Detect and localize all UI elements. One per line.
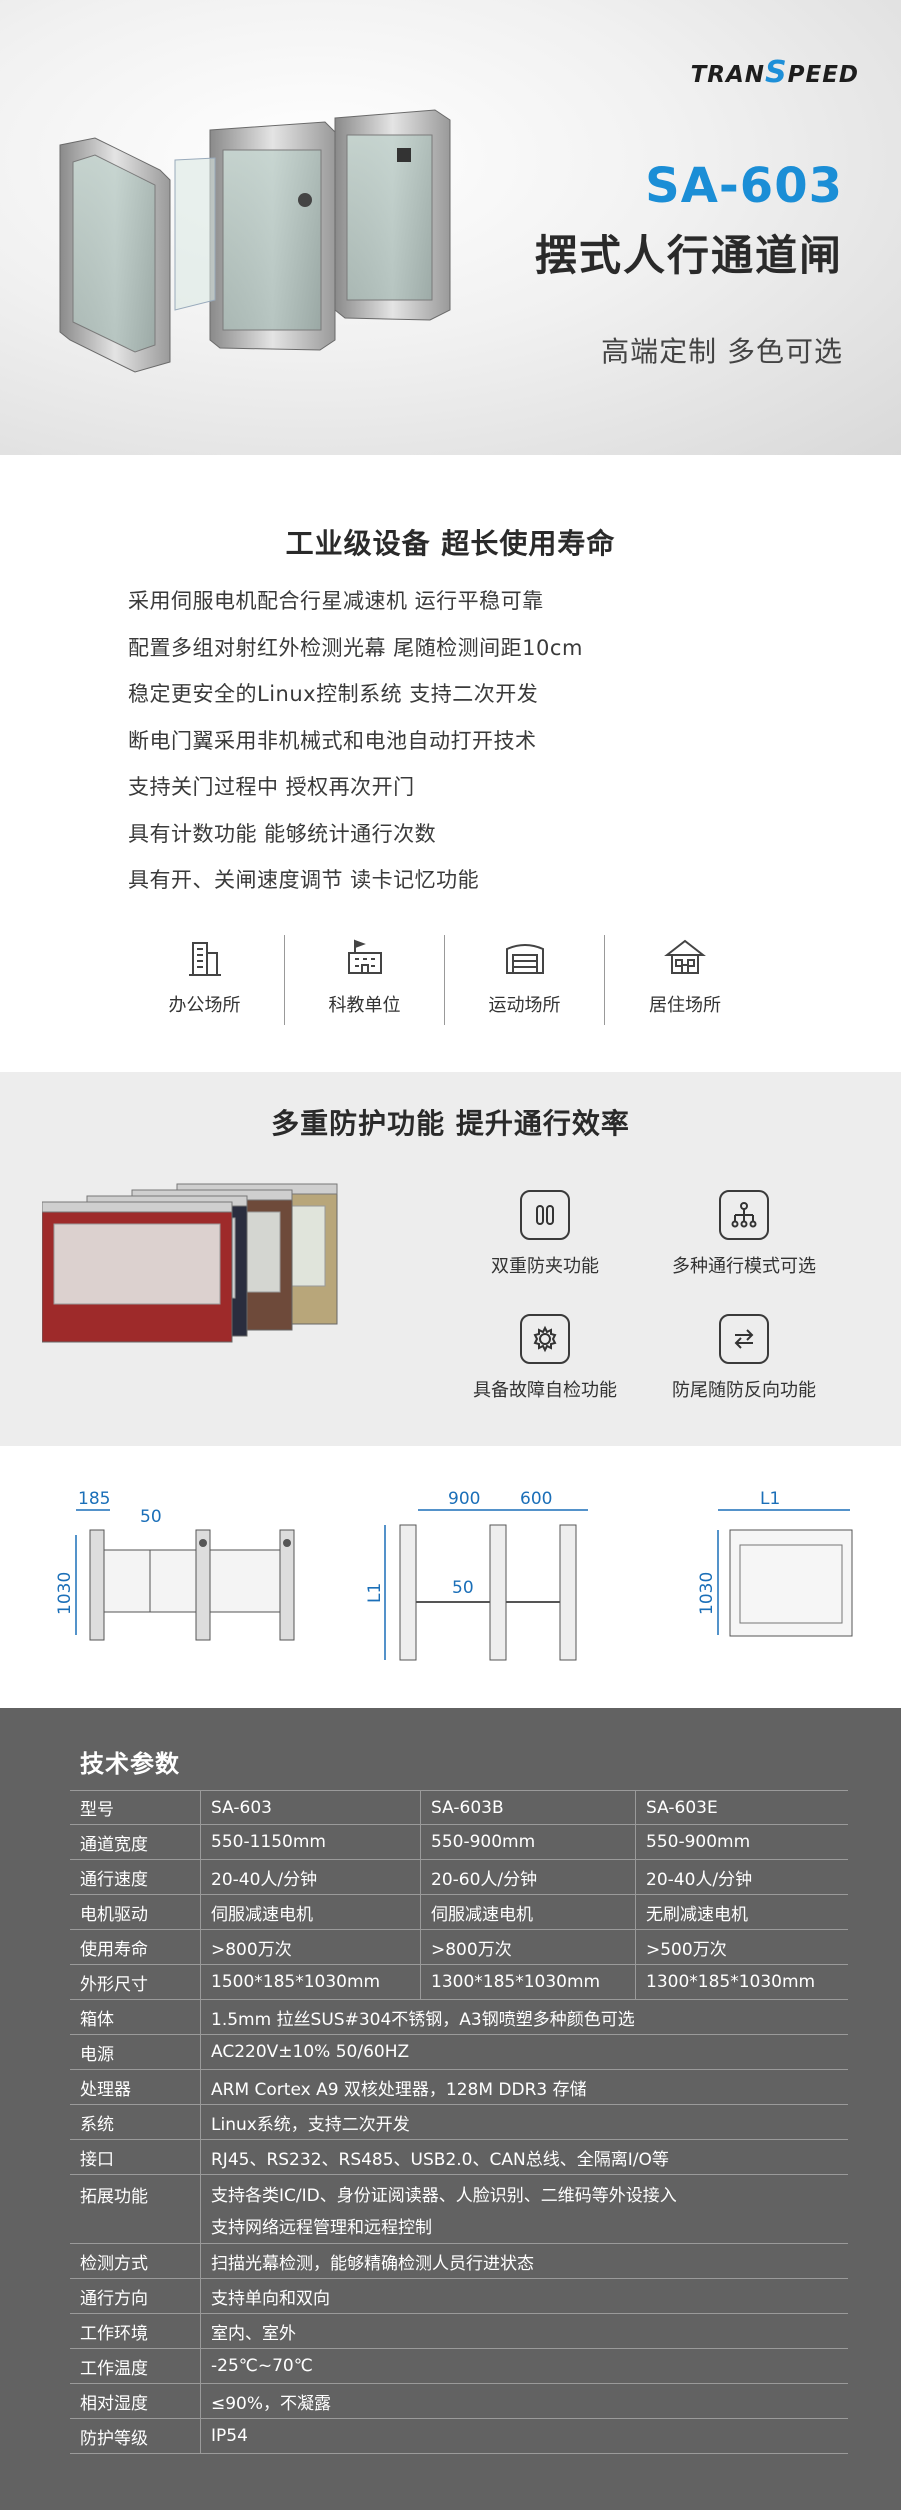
- table-row: 工作环境 室内、室外: [70, 2314, 848, 2349]
- side-view-drawing: L1 1030: [697, 1489, 853, 1637]
- dimension-drawings: 185 50 1030 900 600 L1 50: [55, 1489, 853, 1661]
- application-venues: 办公场所 科教单位 运动场所: [125, 935, 765, 1025]
- spec-table: 型号 SA-603 SA-603B SA-603E 通道宽度 550-1150m…: [70, 1790, 848, 2454]
- table-row: 防护等级 IP54: [70, 2419, 848, 2454]
- school-building-icon: [347, 939, 382, 974]
- top-a-label: 900: [448, 1489, 480, 1509]
- table-row: 系统 Linux系统，支持二次开发: [70, 2105, 848, 2140]
- brand-logo: TRANSPEED: [690, 55, 859, 90]
- reverse-arrows-icon: [734, 1329, 754, 1349]
- table-row: 接口 RJ45、RS232、RS485、USB2.0、CAN总线、全隔离I/O等: [70, 2140, 848, 2175]
- product-title: 摆式人行通道闸: [534, 231, 843, 280]
- table-row: 通行方向 支持单向和双向: [70, 2279, 848, 2314]
- feature-item: 具有计数功能 能够统计通行次数: [128, 821, 437, 846]
- function-self-check: 具备故障自检功能: [445, 1314, 645, 1402]
- top-length-label: L1: [365, 1583, 385, 1603]
- venue-office: 办公场所: [125, 935, 285, 1025]
- color-variants-product-image: [42, 1183, 338, 1343]
- stadium-icon: [505, 944, 544, 974]
- table-row: 电机驱动 伺服减速电机 伺服减速电机 无刷减速电机: [70, 1895, 848, 1930]
- front-height-label: 1030: [55, 1572, 75, 1615]
- feature-item: 具有开、关闸速度调节 读卡记忆功能: [128, 868, 480, 892]
- front-width-label: 185: [78, 1489, 110, 1509]
- feature-item: 断电门翼采用非机械式和电池自动打开技术: [128, 728, 537, 753]
- top-gap-label: 50: [452, 1578, 474, 1598]
- table-row: 通道宽度 550-1150mm 550-900mm 550-900mm: [70, 1825, 848, 1860]
- front-gap-label: 50: [140, 1507, 162, 1527]
- table-row: 通行速度 20-40人/分钟 20-60人/分钟 20-40人/分钟: [70, 1860, 848, 1895]
- table-row: 相对湿度 ≤90%，不凝露: [70, 2384, 848, 2419]
- feature-item: 稳定更安全的Linux控制系统 支持二次开发: [128, 682, 539, 706]
- front-view-drawing: 185 50 1030: [55, 1489, 295, 1641]
- function-anti-pinch: 双重防夹功能: [445, 1190, 645, 1278]
- function-flow-modes: 多种通行模式可选: [644, 1190, 844, 1278]
- feature-item: 配置多组对射红外检测光幕 尾随检测间距10cm: [128, 635, 583, 660]
- durability-section-title: 工业级设备 超长使用寿命: [285, 527, 616, 560]
- flow-modes-icon: [731, 1202, 757, 1228]
- self-check-gear-icon: [533, 1325, 557, 1353]
- table-row: 检测方式 扫描光幕检测，能够精确检测人员行进状态: [70, 2244, 848, 2279]
- feature-item: 支持关门过程中 授权再次开门: [128, 775, 415, 799]
- table-row: 箱体 1.5mm 拉丝SUS#304不锈钢，A3钢喷塑多种颜色可选: [70, 2000, 848, 2035]
- office-building-icon: [188, 942, 221, 976]
- swing-gate-product-image: [59, 109, 451, 373]
- side-length-label: L1: [760, 1489, 780, 1509]
- table-row: 型号 SA-603 SA-603B SA-603E: [70, 1790, 848, 1825]
- table-row: 拓展功能 支持各类IC/ID、身份证阅读器、人脸识别、二维码等外设接入 支持网络…: [70, 2175, 848, 2244]
- product-subtitle: 高端定制 多色可选: [601, 335, 843, 368]
- protection-section: 多重防护功能 提升通行效率 双重防夹功能 多种通行模式可选: [0, 1072, 901, 1446]
- hero-banner: TRANSPEED SA-603 摆式人行通道闸 高端定制 多色可选: [0, 0, 901, 455]
- top-view-drawing: 900 600 L1 50: [365, 1489, 588, 1661]
- spec-title: 技术参数: [80, 1750, 180, 1778]
- table-row: 外形尺寸 1500*185*1030mm 1300*185*1030mm 130…: [70, 1965, 848, 2000]
- venue-school: 科教单位: [285, 935, 445, 1025]
- venue-residential: 居住场所: [605, 935, 765, 1025]
- feature-item: 采用伺服电机配合行星减速机 运行平稳可靠: [128, 589, 544, 613]
- side-height-label: 1030: [697, 1572, 717, 1615]
- protection-section-title: 多重防护功能 提升通行效率: [271, 1107, 630, 1140]
- gate-variant: [42, 1201, 233, 1343]
- table-row: 工作温度 -25℃~70℃: [70, 2349, 848, 2384]
- function-anti-tailgating: 防尾随防反向功能: [644, 1314, 844, 1402]
- spec-section: 技术参数 型号 SA-603 SA-603B SA-603E 通道宽度 550-…: [0, 1708, 901, 2510]
- anti-pinch-icon: [536, 1205, 554, 1225]
- house-icon: [664, 939, 706, 974]
- table-row: 使用寿命 >800万次 >800万次 >500万次: [70, 1930, 848, 1965]
- model-number: SA-603: [645, 158, 843, 214]
- venue-sports: 运动场所: [445, 935, 605, 1025]
- feature-list: 采用伺服电机配合行星减速机 运行平稳可靠 配置多组对射红外检测光幕 尾随检测间距…: [128, 585, 583, 911]
- table-row: 电源 AC220V±10% 50/60HZ: [70, 2035, 848, 2070]
- top-b-label: 600: [520, 1489, 552, 1509]
- table-row: 处理器 ARM Cortex A9 双核处理器，128M DDR3 存储: [70, 2070, 848, 2105]
